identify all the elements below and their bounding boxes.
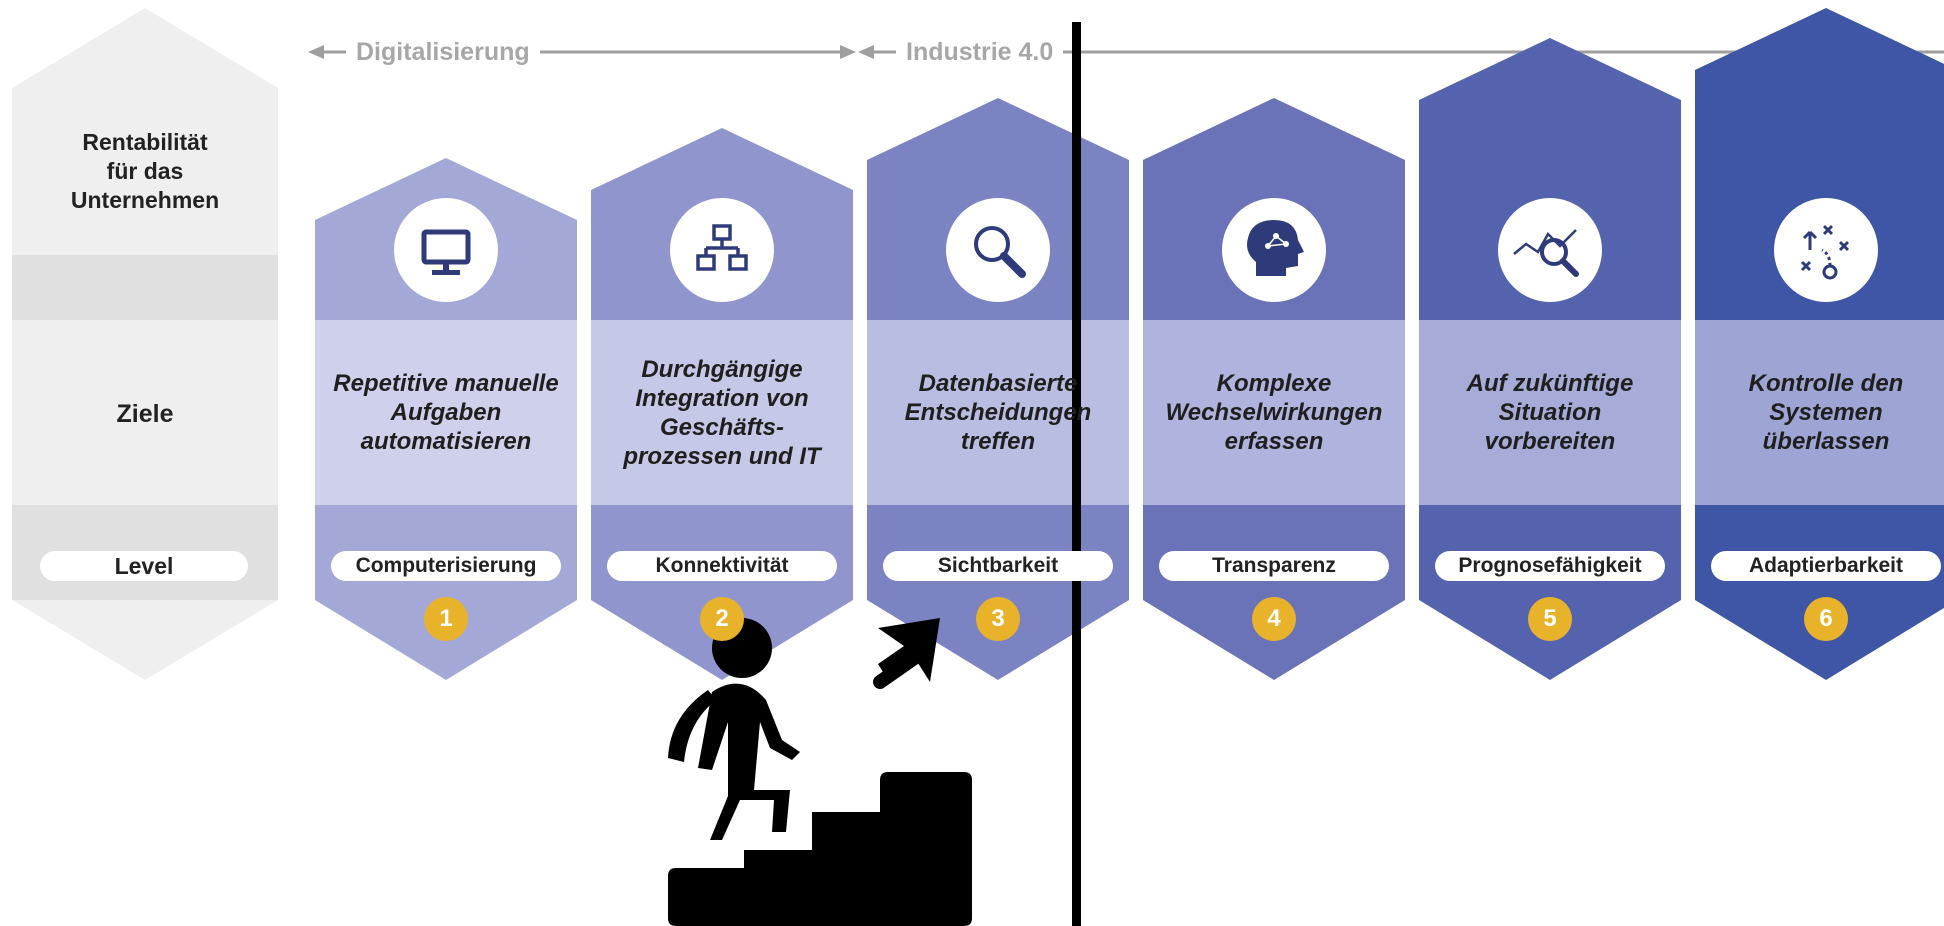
phase-label-industrie: Industrie 4.0 bbox=[896, 37, 1064, 67]
divider-line bbox=[1072, 22, 1081, 926]
goal-band bbox=[591, 320, 853, 505]
phase-label-digitalisierung: Digitalisierung bbox=[346, 37, 540, 67]
stage-level-1: Computerisierung bbox=[331, 551, 561, 581]
icon-circle bbox=[946, 198, 1050, 302]
stage-level-2: Konnektivität bbox=[607, 551, 837, 581]
stage-level-4: Transparenz bbox=[1159, 551, 1389, 581]
stage-column-3 bbox=[867, 98, 1129, 680]
stage-goal-3: Datenbasierte Entscheidungen treffen bbox=[904, 370, 1092, 455]
trend-magnifier-icon bbox=[1513, 229, 1579, 277]
person-body bbox=[698, 683, 800, 840]
person-arm bbox=[668, 690, 716, 762]
goal-band bbox=[315, 320, 577, 505]
stage-column-2 bbox=[591, 128, 853, 680]
stage-number-badge-2: 2 bbox=[700, 597, 744, 641]
network-icon bbox=[696, 224, 748, 271]
stage-level-3: Sichtbarkeit bbox=[883, 551, 1113, 581]
person-climbing-stairs-icon bbox=[668, 618, 972, 926]
icon-circle bbox=[394, 198, 498, 302]
icon-circle bbox=[670, 198, 774, 302]
goal-band bbox=[1143, 320, 1405, 505]
stage-column-1 bbox=[315, 158, 577, 680]
stage-goal-1: Repetitive manuelle Aufgaben automatisie… bbox=[333, 370, 559, 455]
goal-band bbox=[1695, 320, 1944, 505]
stairs-icon bbox=[668, 772, 972, 926]
stage-number-badge-5: 5 bbox=[1528, 597, 1572, 641]
icon-circle bbox=[1774, 198, 1878, 302]
row-label-goals: Ziele bbox=[116, 400, 174, 428]
stage-goal-6: Kontrolle den Systemen überlassen bbox=[1748, 370, 1904, 455]
stage-number-badge-3: 3 bbox=[976, 597, 1020, 641]
brain-head-icon bbox=[1247, 220, 1304, 276]
icon-circle bbox=[1498, 198, 1602, 302]
stage-goal-4: Komplexe Wechselwirkungen erfassen bbox=[1165, 370, 1383, 455]
stage-goal-2: Durchgängige Integration von Geschäfts- … bbox=[623, 355, 821, 470]
stage-column-4 bbox=[1143, 98, 1405, 680]
stage-level-6: Adaptierbarkeit bbox=[1711, 551, 1941, 581]
stage-goal-5: Auf zukünftige Situation vorbereiten bbox=[1466, 370, 1634, 455]
monitor-icon bbox=[421, 229, 471, 275]
stage-column-6 bbox=[1695, 8, 1944, 680]
stage-number-badge-1: 1 bbox=[424, 597, 468, 641]
stage-level-5: Prognosefähigkeit bbox=[1435, 551, 1665, 581]
label-band-icon-row bbox=[12, 255, 278, 320]
row-label-level: Level bbox=[40, 551, 248, 581]
strategy-icon bbox=[1800, 224, 1850, 280]
goal-band bbox=[867, 320, 1129, 505]
phase-arrows bbox=[308, 45, 1944, 59]
stage-number-badge-6: 6 bbox=[1804, 597, 1848, 641]
row-label-profitability: Rentabilität für das Unternehmen bbox=[70, 129, 220, 213]
stage-number-badge-4: 4 bbox=[1252, 597, 1296, 641]
stage-column-5 bbox=[1419, 38, 1681, 680]
magnifier-icon bbox=[974, 226, 1026, 278]
goal-band bbox=[1419, 320, 1681, 505]
